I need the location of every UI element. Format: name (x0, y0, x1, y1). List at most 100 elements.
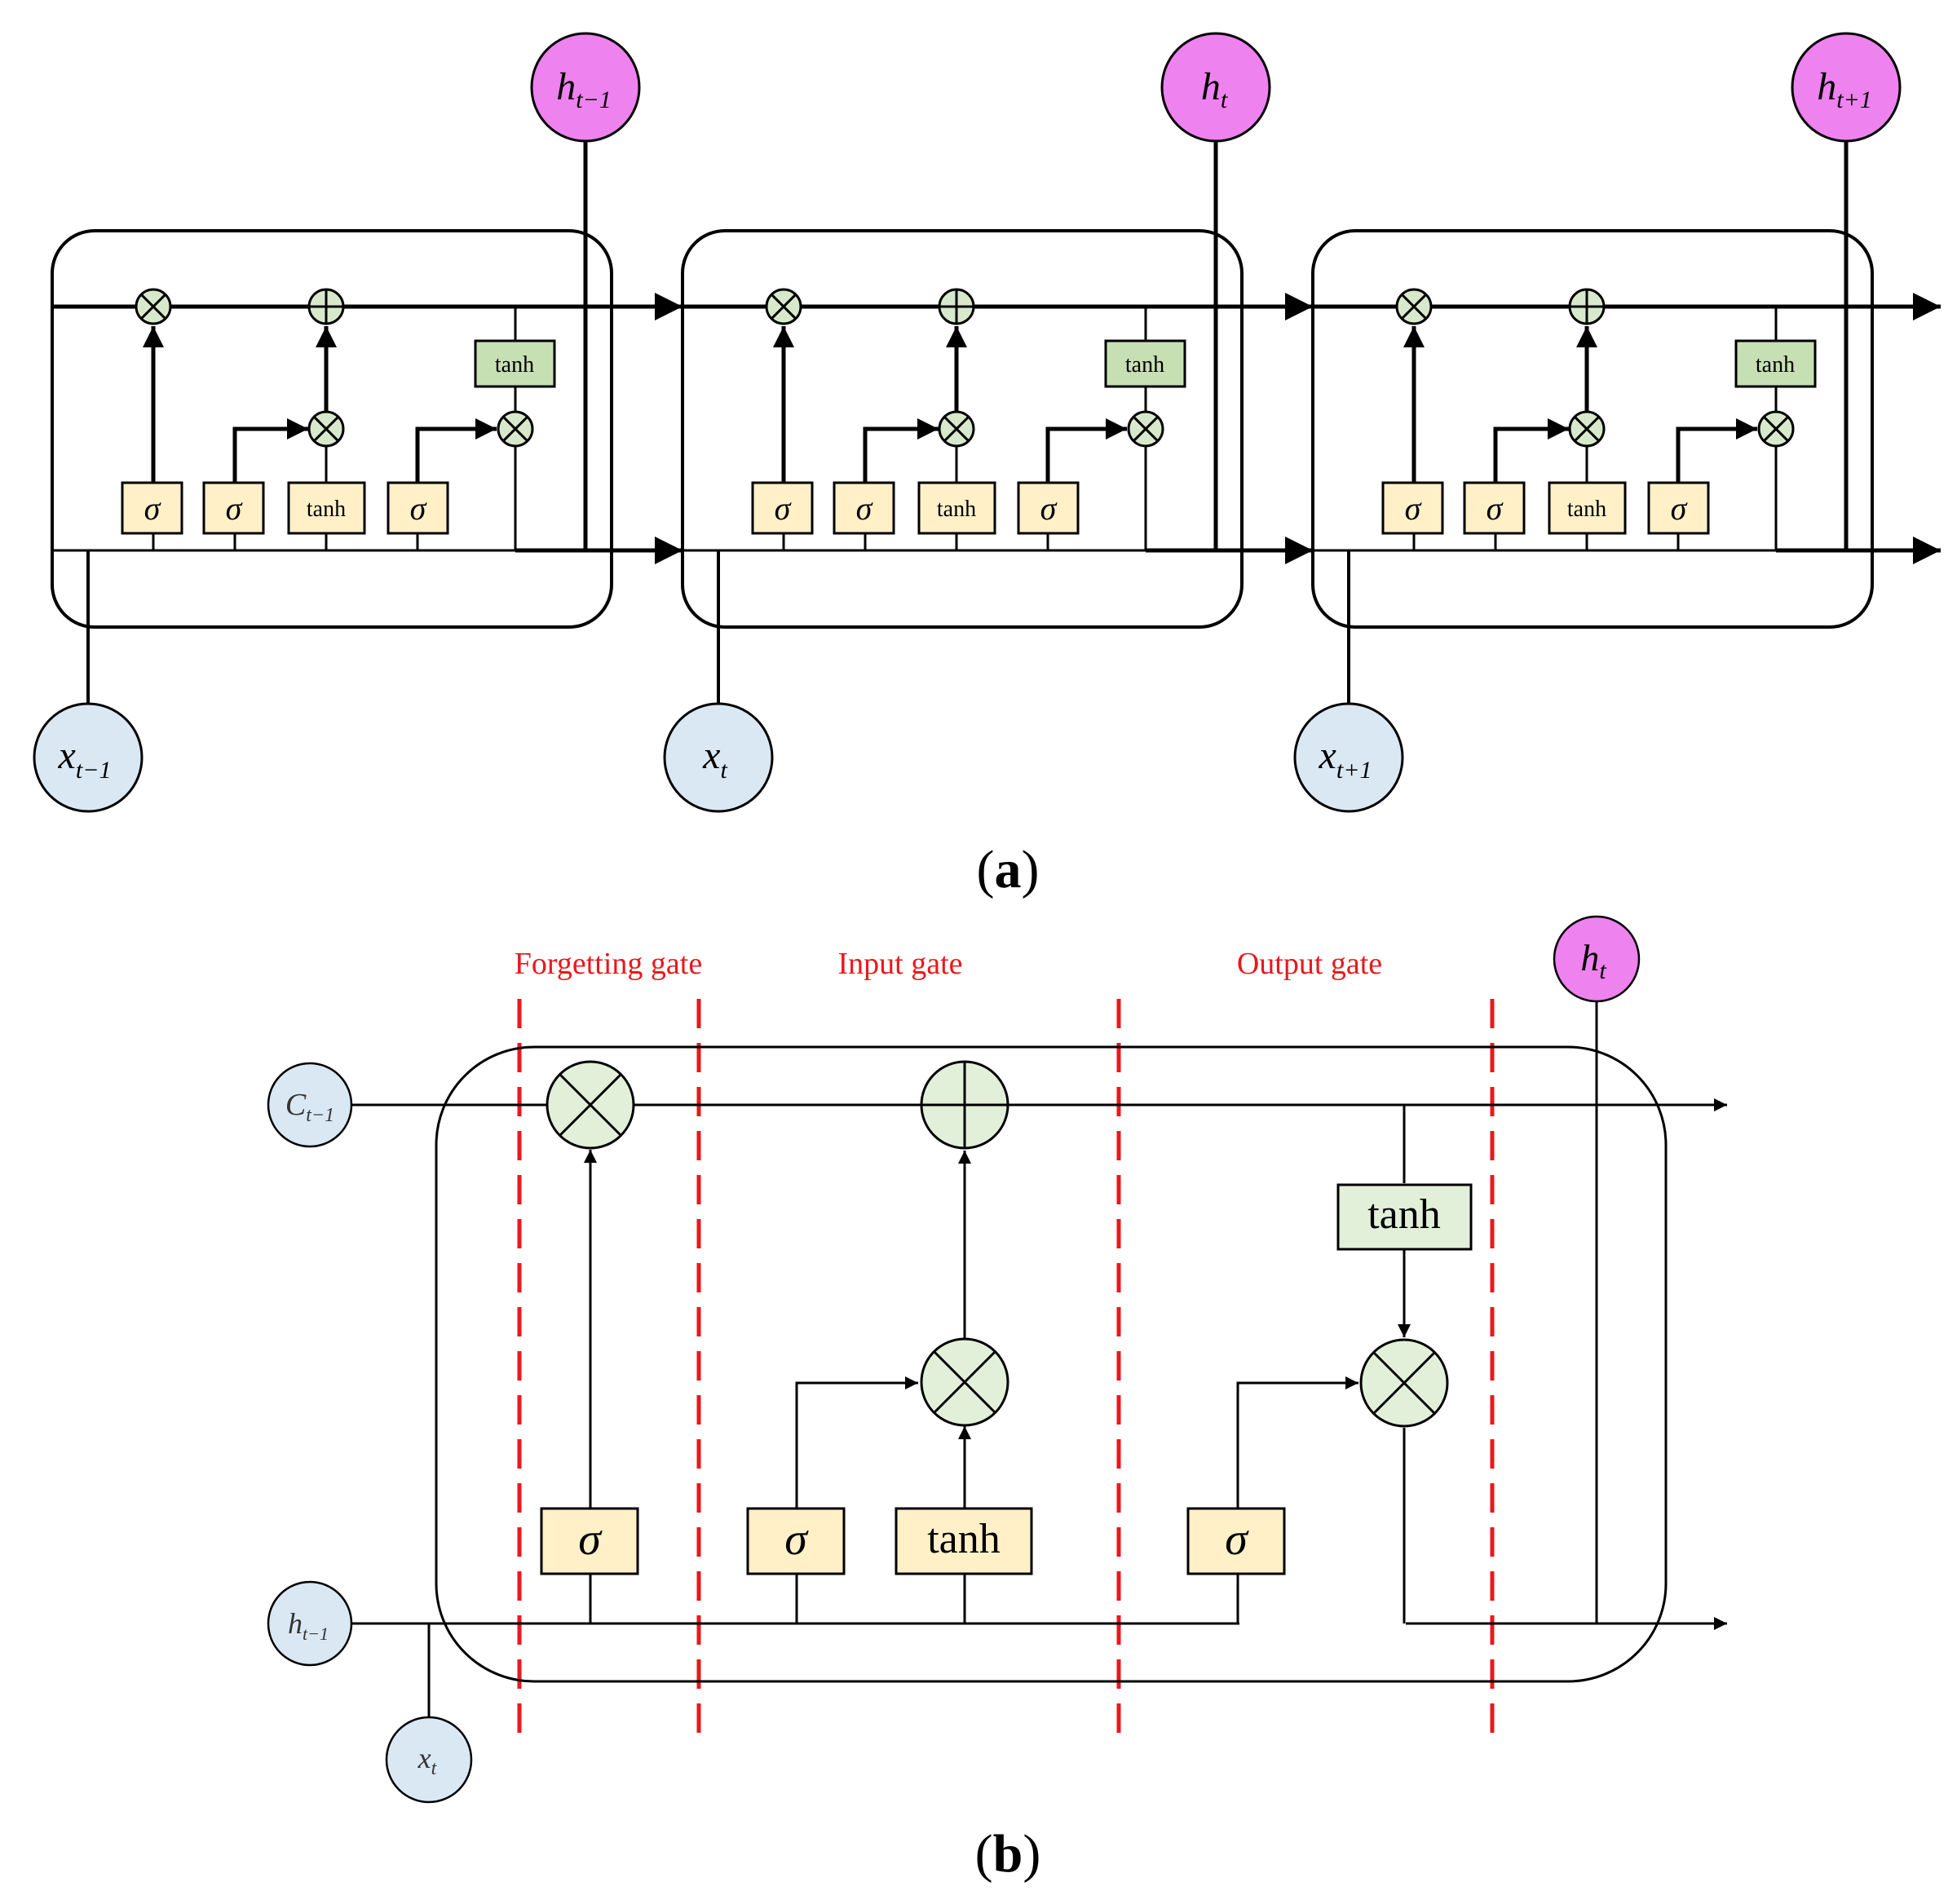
a-x-sub: t+1 (1336, 757, 1372, 784)
a-forget-multiply-icon (765, 288, 802, 325)
a-output-sigma-box-label: σ (1671, 490, 1688, 527)
a-input-tanh-box: tanh (917, 481, 996, 535)
svg-text:xt: xt (702, 734, 727, 784)
a-input-tanh-label: tanh (307, 497, 346, 522)
gate-label-input: Input gate (837, 947, 962, 981)
gate-label-output: Output gate (1237, 947, 1382, 981)
a-x-base: x (1319, 734, 1336, 777)
a-x-base: x (58, 734, 76, 777)
a-output-sigma-arrow (1045, 418, 1127, 483)
a-cell-box (51, 229, 613, 629)
a-output-multiply-icon (1127, 410, 1164, 448)
a-cell-add-icon (1568, 288, 1606, 325)
a-input-multiply-icon (307, 410, 345, 448)
a-input-sigma-arrow (232, 418, 308, 483)
a-forget-sigma-box: σ (1381, 481, 1444, 535)
gate-label-forget: Forgetting gate (515, 947, 702, 981)
c-prev-sub: t−1 (306, 1105, 334, 1126)
a-forget-multiply-icon (135, 288, 172, 325)
svg-text:ht−1: ht−1 (288, 1607, 329, 1644)
a-forget-sigma-box: σ (751, 481, 814, 535)
cell-box (435, 1045, 1668, 1683)
a-forget-multiply-icon (1395, 288, 1433, 325)
svg-text:ht−1: ht−1 (556, 65, 612, 113)
svg-text:xt: xt (417, 1742, 438, 1779)
a-input-multiply-icon (1568, 410, 1606, 448)
panel-b-caption: (b) (975, 1824, 1041, 1884)
a-forget-sigma-box-label: σ (144, 490, 161, 527)
a-input-tanh-box: tanh (1548, 481, 1627, 535)
a-h-sub: t−1 (576, 86, 612, 113)
a-h-base: h (1817, 65, 1836, 108)
a-output-sigma-arrow (415, 418, 497, 483)
output-tanh-label: tanh (1367, 1191, 1441, 1238)
c-prev-base: C (285, 1088, 307, 1122)
a-input-sigma-box-label: σ (1487, 490, 1504, 527)
a-x-base: x (702, 734, 720, 777)
x-t-sub: t (431, 1758, 438, 1779)
a-x-node: xt−1 (33, 702, 144, 813)
a-h-base: h (556, 65, 576, 108)
a-input-sigma-arrow (1493, 418, 1569, 483)
a-lstm-cell: σ σ σ tanh tanh ht xt (663, 32, 1271, 813)
a-input-tanh-box: tanh (287, 481, 366, 535)
a-input-sigma-box: σ (202, 481, 265, 535)
input-multiply-icon (920, 1337, 1009, 1427)
a-x-sub: t−1 (76, 757, 112, 784)
output-sigma-box: σ (1186, 1507, 1286, 1575)
h-t-base: h (1580, 937, 1599, 979)
a-output-sigma-box-label: σ (1040, 490, 1058, 527)
a-input-sigma-arrow (863, 418, 939, 483)
h-t-output-node: ht (1553, 915, 1641, 1003)
svg-text:xt−1: xt−1 (58, 734, 112, 784)
output-tanh-box: tanh (1336, 1183, 1473, 1251)
input-sigma-box: σ (746, 1507, 846, 1575)
x-t-node: xt (385, 1716, 473, 1804)
forget-multiply-icon (546, 1060, 635, 1150)
a-output-sigma-box: σ (1647, 481, 1710, 535)
a-x-node: xt+1 (1293, 702, 1404, 813)
a-output-tanh-label: tanh (1125, 352, 1164, 378)
panel-b: Forgetting gate Input gate Output gate (267, 915, 1727, 1804)
a-input-sigma-box-label: σ (226, 490, 243, 527)
a-forget-sigma-box-label: σ (775, 490, 792, 527)
panel-a-caption: (a) (977, 840, 1040, 899)
h-prev-sub: t−1 (303, 1623, 329, 1644)
a-cell-add-icon (307, 288, 345, 325)
input-sigma-arrow (795, 1376, 918, 1623)
a-input-sigma-box-label: σ (856, 490, 873, 527)
svg-text:ht: ht (1580, 937, 1606, 984)
a-cell-box (681, 229, 1244, 629)
a-input-tanh-label: tanh (1567, 497, 1606, 522)
cell-add-icon (920, 1060, 1009, 1150)
a-output-tanh-box: tanh (1104, 339, 1186, 388)
a-output-sigma-arrow (1676, 418, 1757, 483)
a-h-base: h (1201, 65, 1221, 108)
h-prev-node: ht−1 (267, 1580, 353, 1667)
input-tanh-box: tanh (895, 1507, 1033, 1575)
a-output-sigma-box-label: σ (410, 490, 427, 527)
forget-sigma-box: σ (540, 1507, 639, 1575)
a-output-tanh-label: tanh (495, 352, 534, 378)
a-output-multiply-icon (1757, 410, 1795, 448)
a-cell-add-icon (938, 288, 975, 325)
c-prev-node: Ct−1 (267, 1062, 353, 1148)
forget-sigma-label: σ (578, 1514, 603, 1565)
h-t-sub: t (1599, 957, 1606, 984)
a-x-node: xt (663, 702, 774, 813)
output-sigma-arrow (1236, 1376, 1358, 1623)
svg-text:ht: ht (1201, 65, 1228, 113)
a-forget-sigma-box-label: σ (1405, 490, 1422, 527)
a-h-node: ht+1 (1791, 32, 1902, 143)
x-t-base: x (417, 1742, 431, 1774)
a-output-tanh-box: tanh (1734, 339, 1817, 388)
a-input-multiply-icon (938, 410, 975, 448)
a-cell-box (1311, 229, 1874, 629)
a-h-node: ht−1 (530, 32, 641, 143)
a-forget-sigma-box: σ (121, 481, 183, 535)
a-output-tanh-label: tanh (1756, 352, 1795, 378)
